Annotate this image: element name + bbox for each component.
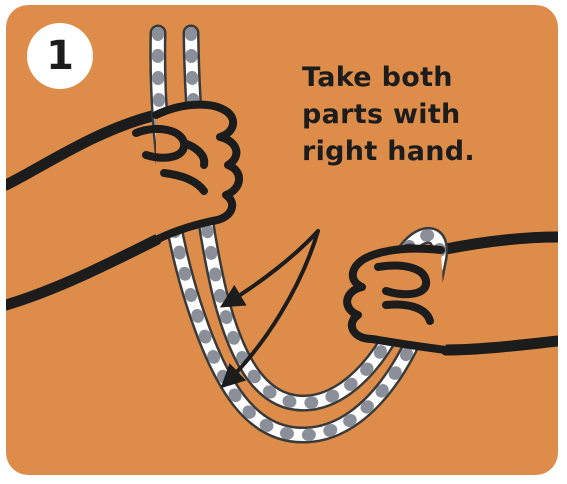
instruction-panel: 1 Take both parts with right hand. — [6, 5, 558, 475]
step-number-badge: 1 — [27, 23, 93, 89]
instruction-caption: Take both parts with right hand. — [302, 59, 512, 170]
caption-line-3: right hand. — [302, 133, 512, 170]
step-number: 1 — [46, 36, 74, 76]
caption-line-1: Take both — [302, 59, 512, 96]
caption-line-2: parts with — [302, 96, 512, 133]
hand-holding-loop-icon — [347, 249, 446, 350]
